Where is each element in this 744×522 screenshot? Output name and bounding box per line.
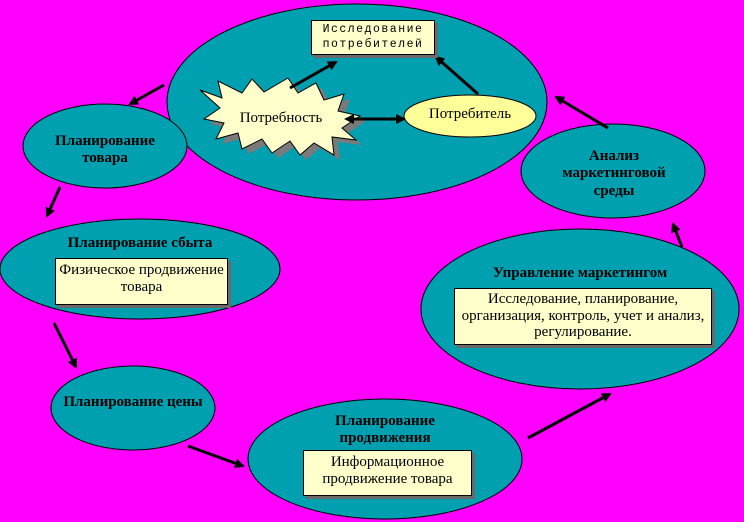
product-planning-label: Планирование товара (55, 133, 155, 167)
product-planning-ellipse (22, 103, 188, 189)
management-detail-box: Исследование, планирование, организация,… (454, 288, 712, 345)
arrow-research-to-product (128, 83, 165, 106)
consumer-research-ellipse (166, 3, 548, 201)
price-planning-label: Планирование цены (63, 394, 203, 410)
environment-analysis-ellipse (520, 123, 706, 219)
marketing-management-label: Управление маркетингом (492, 265, 668, 281)
info-promotion-box: Информационное продвижение товара (303, 450, 472, 496)
consumer-research-label: Исследование потребителей (322, 23, 424, 51)
consumer-research-box: Исследование потребителей (311, 20, 435, 55)
arrow-analysis-to-consumer (554, 95, 609, 130)
consumer-label: Потребитель (428, 106, 512, 122)
arrow-management-to-analysis (671, 222, 684, 248)
arrow-need-to-research (289, 60, 338, 90)
arrow-sales-to-price (52, 322, 78, 369)
sales-planning-label: Планирование сбыта (67, 235, 213, 251)
promotion-planning-label: Планирование продвижения (335, 413, 435, 447)
physical-promotion-label: Физическое продвижение товара (59, 262, 224, 295)
environment-analysis-label: Анализ маркетинговой среды (562, 148, 666, 199)
price-planning-ellipse (50, 365, 216, 451)
need-label: Потребность (239, 110, 323, 126)
management-detail-label: Исследование, планирование, организация,… (461, 291, 705, 340)
physical-promotion-box: Физическое продвижение товара (55, 258, 228, 305)
arrow-price-to-promotion (187, 444, 245, 468)
arrow-product-to-sales (45, 186, 62, 218)
need-burst (199, 77, 362, 156)
arrow-consumer-to-research (434, 55, 479, 96)
info-promotion-label: Информационное продвижение товара (322, 454, 453, 487)
arrow-promotion-to-management (527, 392, 612, 440)
